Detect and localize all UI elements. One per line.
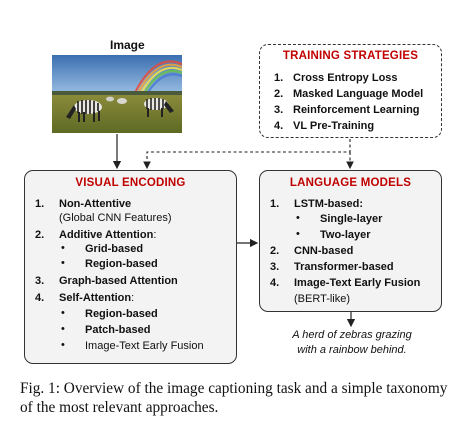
visual-item-2-bullet-2: Region-based bbox=[85, 258, 158, 270]
visual-item-2-bullet-1: Grid-based bbox=[85, 243, 144, 255]
bullet-icon: • bbox=[61, 339, 65, 351]
zebra-photo bbox=[52, 55, 182, 133]
generated-caption-line-1: A herd of zebras grazing bbox=[292, 329, 412, 341]
visual-item-4-bullet-2: Patch-based bbox=[85, 324, 151, 336]
training-item-label: Cross Entropy Loss bbox=[293, 72, 398, 84]
language-item-4-sub: (BERT-like) bbox=[294, 293, 351, 305]
training-item-number: 1. bbox=[274, 72, 284, 84]
training-strategies-box: TRAINING STRATEGIES 1. Cross Entropy Los… bbox=[259, 44, 442, 138]
language-item-4-label: Image-Text Early Fusion bbox=[294, 277, 421, 289]
generated-caption: A herd of zebras grazing with a rainbow … bbox=[262, 328, 442, 358]
language-item-2-number: 2. bbox=[270, 245, 280, 257]
language-item-1-label: LSTM-based: bbox=[294, 198, 364, 210]
visual-item-4-bullet-1: Region-based bbox=[85, 308, 158, 320]
bullet-icon: • bbox=[61, 242, 65, 254]
visual-item-4: Self-Attention: bbox=[59, 291, 134, 305]
language-item-4-number: 4. bbox=[270, 277, 280, 289]
bullet-icon: • bbox=[61, 257, 65, 269]
image-label: Image bbox=[110, 38, 145, 52]
bullet-icon: • bbox=[61, 307, 65, 319]
training-to-visual-arrow bbox=[143, 139, 351, 170]
visual-item-4-bullet-3: Image-Text Early Fusion bbox=[85, 340, 204, 352]
visual-item-2-number: 2. bbox=[35, 229, 45, 241]
visual-item-4-label: Self-Attention bbox=[59, 292, 132, 304]
zebra-photo-graphic bbox=[52, 55, 182, 133]
visual-item-1-label: Non-Attentive bbox=[59, 198, 132, 210]
visual-item-3-label: Graph-based Attention bbox=[59, 275, 178, 287]
bullet-icon: • bbox=[61, 323, 65, 335]
bullet-icon: • bbox=[296, 228, 300, 240]
visual-item-4-number: 4. bbox=[35, 292, 45, 304]
language-item-2-label: CNN-based bbox=[294, 245, 354, 257]
training-item-number: 4. bbox=[274, 120, 284, 132]
visual-item-2-label: Additive Attention bbox=[59, 229, 154, 241]
training-item-number: 2. bbox=[274, 88, 284, 100]
language-item-1-number: 1. bbox=[270, 198, 280, 210]
visual-item-2: Additive Attention: bbox=[59, 228, 156, 242]
visual-item-1-sub: (Global CNN Features) bbox=[59, 212, 172, 224]
visual-item-3-number: 3. bbox=[35, 275, 45, 287]
visual-item-4-colon: : bbox=[131, 292, 135, 304]
language-item-1-bullet-1: Single-layer bbox=[320, 213, 383, 225]
visual-encoding-box: VISUAL ENCODING 1. Non-Attentive (Global… bbox=[24, 170, 237, 364]
training-item-label: Masked Language Model bbox=[293, 88, 424, 100]
language-item-3-label: Transformer-based bbox=[294, 261, 394, 273]
visual-item-1-number: 1. bbox=[35, 198, 45, 210]
language-item-3-number: 3. bbox=[270, 261, 280, 273]
generated-caption-line-2: with a rainbow behind. bbox=[297, 344, 407, 356]
language-models-title: LANGUAGE MODELS bbox=[289, 177, 412, 189]
language-item-1-bullet-2: Two-layer bbox=[320, 229, 371, 241]
training-strategies-title: TRAINING STRATEGIES bbox=[282, 50, 419, 62]
visual-item-2-colon: : bbox=[153, 229, 157, 241]
training-item-label: Reinforcement Learning bbox=[293, 104, 420, 116]
bullet-icon: • bbox=[296, 212, 300, 224]
visual-encoding-title: VISUAL ENCODING bbox=[75, 177, 186, 189]
training-item-label: VL Pre-Training bbox=[293, 120, 375, 132]
figure-caption: Fig. 1: Overview of the image captioning… bbox=[20, 380, 448, 416]
training-item-number: 3. bbox=[274, 104, 284, 116]
language-models-box: LANGUAGE MODELS 1. LSTM-based: • Single-… bbox=[259, 170, 442, 312]
